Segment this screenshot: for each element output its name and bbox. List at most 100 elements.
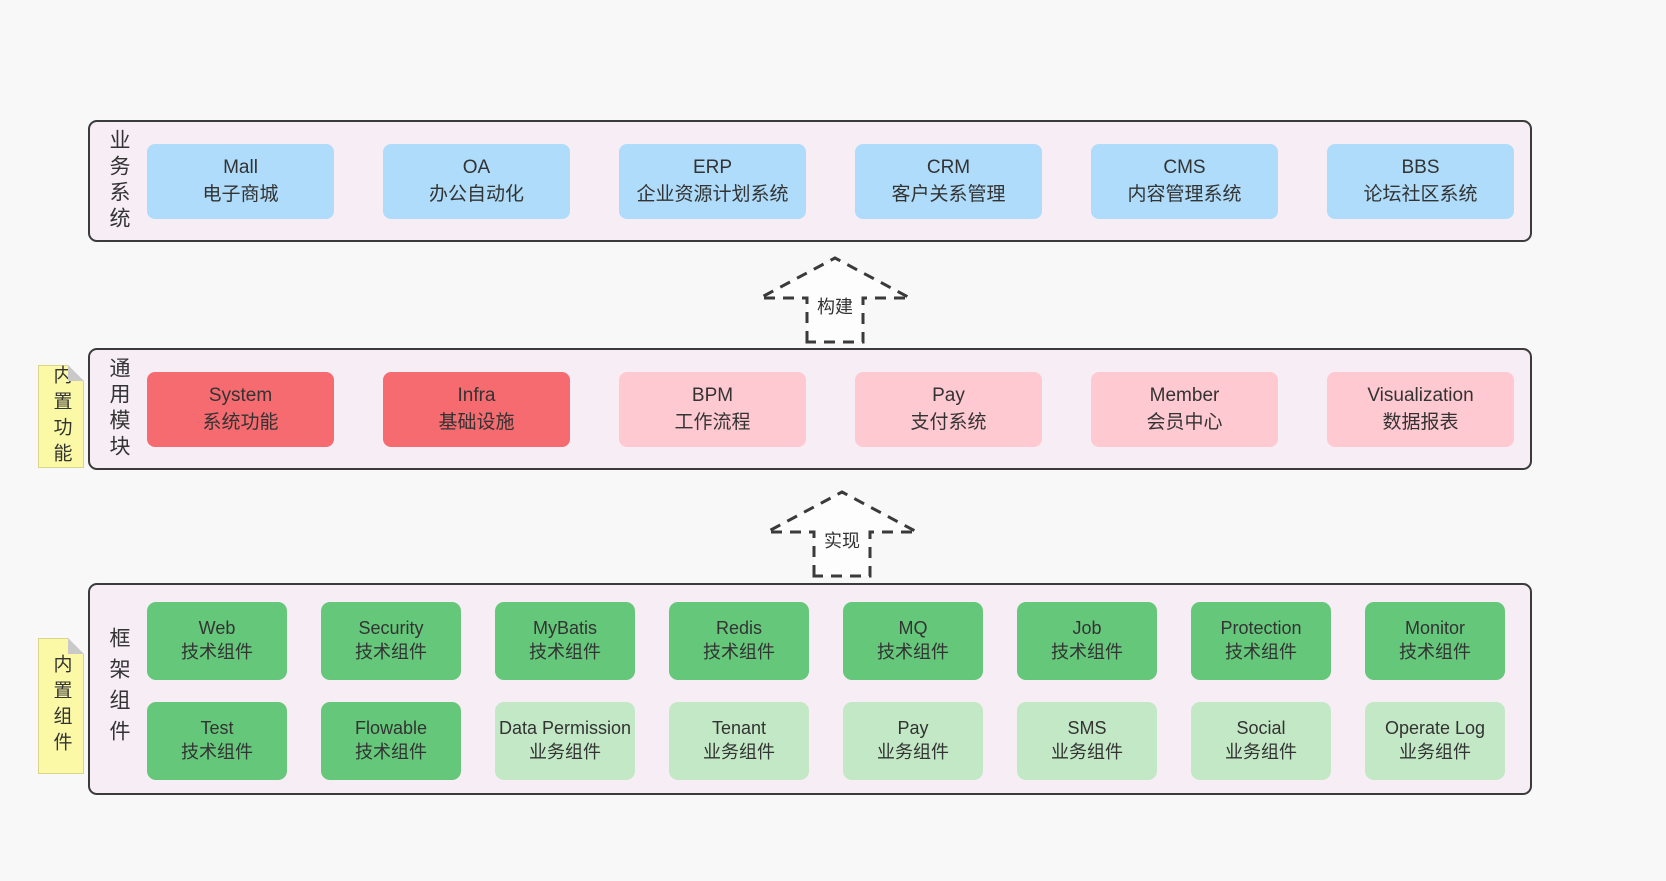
box-subtitle: 业务组件: [1051, 742, 1123, 762]
box-title: Redis: [715, 618, 763, 639]
folded-corner-icon: [68, 365, 84, 381]
box-title: Pay: [932, 384, 965, 406]
layer-label-modules: 通用模块: [107, 357, 130, 461]
box-job: Job 技术组件: [1017, 602, 1157, 680]
box-operate-log: Operate Log 业务组件: [1365, 702, 1505, 780]
box-title: Member: [1149, 384, 1220, 406]
box-flowable: Flowable 技术组件: [321, 702, 461, 780]
box-title: Web: [198, 618, 236, 639]
box-subtitle: 工作流程: [674, 411, 751, 433]
arrow-build-label: 构建: [813, 292, 857, 320]
box-subtitle: 技术组件: [877, 642, 949, 662]
box-title: Mall: [223, 156, 258, 178]
box-subtitle: 业务组件: [1225, 742, 1297, 762]
box-subtitle: 数据报表: [1382, 411, 1459, 433]
box-crm: CRM 客户关系管理: [855, 144, 1042, 219]
components-box-row-2: Test 技术组件 Flowable 技术组件 Data Permission …: [147, 702, 1505, 780]
box-title: Job: [1072, 618, 1102, 639]
box-erp: ERP 企业资源计划系统: [619, 144, 806, 219]
box-title: System: [208, 384, 273, 406]
sticky-note-text: 内置组件: [50, 654, 72, 758]
box-title: Monitor: [1404, 618, 1466, 639]
box-tenant: Tenant 业务组件: [669, 702, 809, 780]
box-subtitle: 论坛社区系统: [1363, 183, 1478, 205]
box-subtitle: 技术组件: [529, 642, 601, 662]
box-protection: Protection 技术组件: [1191, 602, 1331, 680]
arrow-build: 构建: [755, 255, 915, 345]
box-title: Visualization: [1367, 384, 1474, 406]
arrow-implement-label: 实现: [820, 526, 864, 554]
box-subtitle: 内容管理系统: [1127, 183, 1242, 205]
sticky-note-builtin-features: 内置功能: [38, 365, 84, 469]
layer-business-systems: 业务系统 Mall 电子商城 OA 办公自动化 ERP 企业资源计划系统 CRM…: [88, 120, 1532, 242]
box-subtitle: 业务组件: [1399, 742, 1471, 762]
box-subtitle: 技术组件: [1225, 642, 1297, 662]
sticky-note-builtin-components: 内置组件: [38, 638, 84, 774]
layer-framework-components: 框架组件 Web 技术组件 Security 技术组件 MyBatis 技术组件…: [88, 583, 1532, 795]
box-title: Pay: [897, 718, 929, 739]
box-subtitle: 技术组件: [1051, 642, 1123, 662]
box-cms: CMS 内容管理系统: [1091, 144, 1278, 219]
box-title: Infra: [457, 384, 496, 406]
box-subtitle: 技术组件: [355, 742, 427, 762]
box-subtitle: 技术组件: [181, 642, 253, 662]
box-title: BBS: [1401, 156, 1440, 178]
box-subtitle: 客户关系管理: [891, 183, 1006, 205]
box-title: Data Permission: [498, 718, 632, 739]
box-mall: Mall 电子商城: [147, 144, 334, 219]
box-social: Social 业务组件: [1191, 702, 1331, 780]
box-title: Protection: [1220, 618, 1302, 639]
business-box-row: Mall 电子商城 OA 办公自动化 ERP 企业资源计划系统 CRM 客户关系…: [147, 144, 1514, 219]
box-title: OA: [462, 156, 491, 178]
box-security: Security 技术组件: [321, 602, 461, 680]
arrow-implement: 实现: [762, 489, 922, 579]
box-bbs: BBS 论坛社区系统: [1327, 144, 1514, 219]
box-mybatis: MyBatis 技术组件: [495, 602, 635, 680]
box-subtitle: 办公自动化: [428, 183, 524, 205]
box-mq: MQ 技术组件: [843, 602, 983, 680]
box-title: Security: [358, 618, 424, 639]
box-title: ERP: [692, 156, 733, 178]
box-oa: OA 办公自动化: [383, 144, 570, 219]
box-title: Flowable: [354, 718, 428, 739]
box-title: Test: [200, 718, 234, 739]
box-pay-component: Pay 业务组件: [843, 702, 983, 780]
layer-label-business: 业务系统: [107, 129, 130, 233]
layer-label-components: 框架组件: [107, 627, 130, 751]
box-pay-module: Pay 支付系统: [855, 372, 1042, 447]
folded-corner-icon: [68, 638, 84, 654]
box-member: Member 会员中心: [1091, 372, 1278, 447]
box-system: System 系统功能: [147, 372, 334, 447]
box-subtitle: 系统功能: [202, 411, 279, 433]
box-title: BPM: [691, 384, 734, 406]
box-title: MQ: [898, 618, 928, 639]
box-monitor: Monitor 技术组件: [1365, 602, 1505, 680]
box-subtitle: 电子商城: [202, 183, 279, 205]
box-title: SMS: [1067, 718, 1107, 739]
box-visualization: Visualization 数据报表: [1327, 372, 1514, 447]
box-subtitle: 支付系统: [910, 411, 987, 433]
components-box-row-1: Web 技术组件 Security 技术组件 MyBatis 技术组件 Redi…: [147, 602, 1505, 680]
box-bpm: BPM 工作流程: [619, 372, 806, 447]
modules-box-row: System 系统功能 Infra 基础设施 BPM 工作流程 Pay 支付系统…: [147, 372, 1514, 447]
box-redis: Redis 技术组件: [669, 602, 809, 680]
box-subtitle: 技术组件: [355, 642, 427, 662]
box-subtitle: 业务组件: [877, 742, 949, 762]
box-title: CMS: [1163, 156, 1206, 178]
box-infra: Infra 基础设施: [383, 372, 570, 447]
box-subtitle: 企业资源计划系统: [636, 183, 789, 205]
box-sms: SMS 业务组件: [1017, 702, 1157, 780]
box-title: Operate Log: [1384, 718, 1486, 739]
box-title: CRM: [926, 156, 971, 178]
box-subtitle: 技术组件: [1399, 642, 1471, 662]
box-title: MyBatis: [532, 618, 597, 639]
box-subtitle: 业务组件: [529, 742, 601, 762]
box-title: Social: [1236, 718, 1286, 739]
box-test: Test 技术组件: [147, 702, 287, 780]
box-title: Tenant: [711, 718, 767, 739]
box-subtitle: 基础设施: [438, 411, 515, 433]
box-subtitle: 技术组件: [181, 742, 253, 762]
box-subtitle: 会员中心: [1146, 411, 1223, 433]
box-subtitle: 业务组件: [703, 742, 775, 762]
